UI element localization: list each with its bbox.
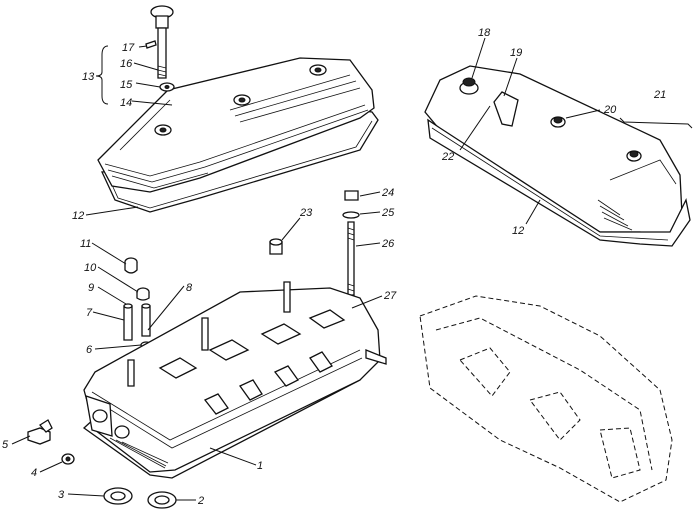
callout-20: 20 <box>603 104 617 116</box>
callout-numbers: 17 16 13 15 14 12 11 10 9 7 8 6 5 4 3 2 … <box>2 27 666 507</box>
callout-16: 16 <box>120 58 133 70</box>
callout-9: 9 <box>88 282 94 294</box>
small-parts <box>27 190 360 509</box>
callout-3: 3 <box>58 489 65 501</box>
callout-21: 21 <box>653 89 666 101</box>
callout-19: 19 <box>510 47 522 59</box>
cylinder-head <box>82 281 387 479</box>
callout-27: 27 <box>383 290 397 302</box>
callout-12-left: 12 <box>72 210 84 222</box>
callout-25: 25 <box>381 207 395 219</box>
callout-4: 4 <box>31 467 37 479</box>
callout-15: 15 <box>120 79 133 91</box>
callout-17: 17 <box>122 42 135 54</box>
callout-14: 14 <box>120 97 132 109</box>
callout-18: 18 <box>478 27 491 39</box>
callout-23: 23 <box>299 207 313 219</box>
callout-7: 7 <box>86 307 93 319</box>
breather-assembly <box>145 5 175 92</box>
phantom-cover-outline <box>419 295 673 503</box>
callout-8: 8 <box>186 282 193 294</box>
callout-24: 24 <box>381 187 394 199</box>
callout-12-right: 12 <box>512 225 524 237</box>
callout-2: 2 <box>197 495 204 507</box>
leader-lines <box>11 37 601 501</box>
callout-13: 13 <box>82 71 95 83</box>
callout-11: 11 <box>80 238 91 250</box>
callout-10: 10 <box>84 262 97 274</box>
left-valve-cover <box>97 57 379 213</box>
right-valve-cover <box>424 65 691 247</box>
callout-6: 6 <box>86 344 93 356</box>
callout-26: 26 <box>381 238 395 250</box>
callout-bracket-21 <box>619 117 693 129</box>
callout-1: 1 <box>257 460 263 472</box>
callout-22: 22 <box>441 151 454 163</box>
callout-5: 5 <box>2 439 9 451</box>
